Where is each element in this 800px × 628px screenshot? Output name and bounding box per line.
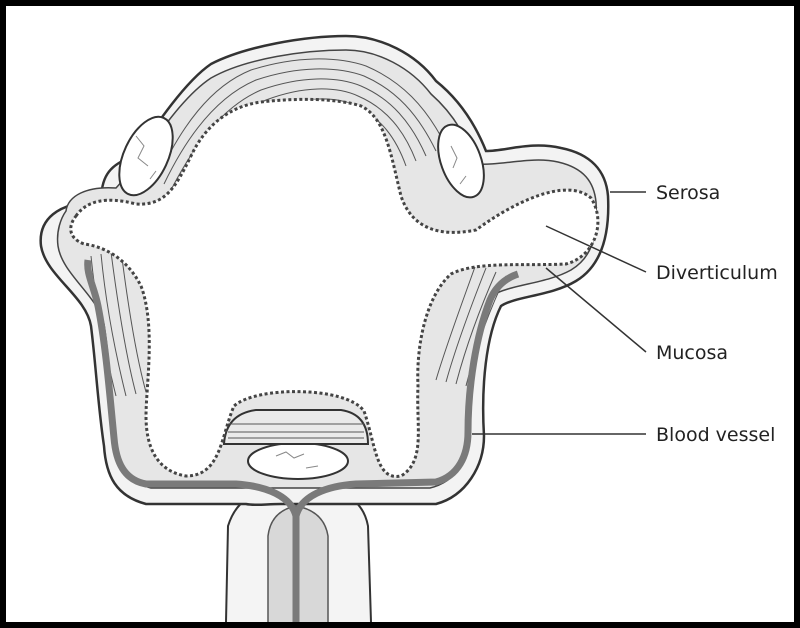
diagram-canvas: Serosa Diverticulum Mucosa Blood vessel: [6, 6, 794, 622]
mucosa-label: Mucosa: [656, 342, 728, 364]
diverticulum-cross-section-diagram: Serosa Diverticulum Mucosa Blood vessel: [6, 6, 794, 622]
mucosa-leader-line: [546, 268, 646, 352]
diverticulum-label: Diverticulum: [656, 262, 778, 284]
submucosa-base: [224, 410, 368, 444]
serosa-label: Serosa: [656, 182, 720, 204]
blood-vessel-label: Blood vessel: [656, 424, 775, 446]
